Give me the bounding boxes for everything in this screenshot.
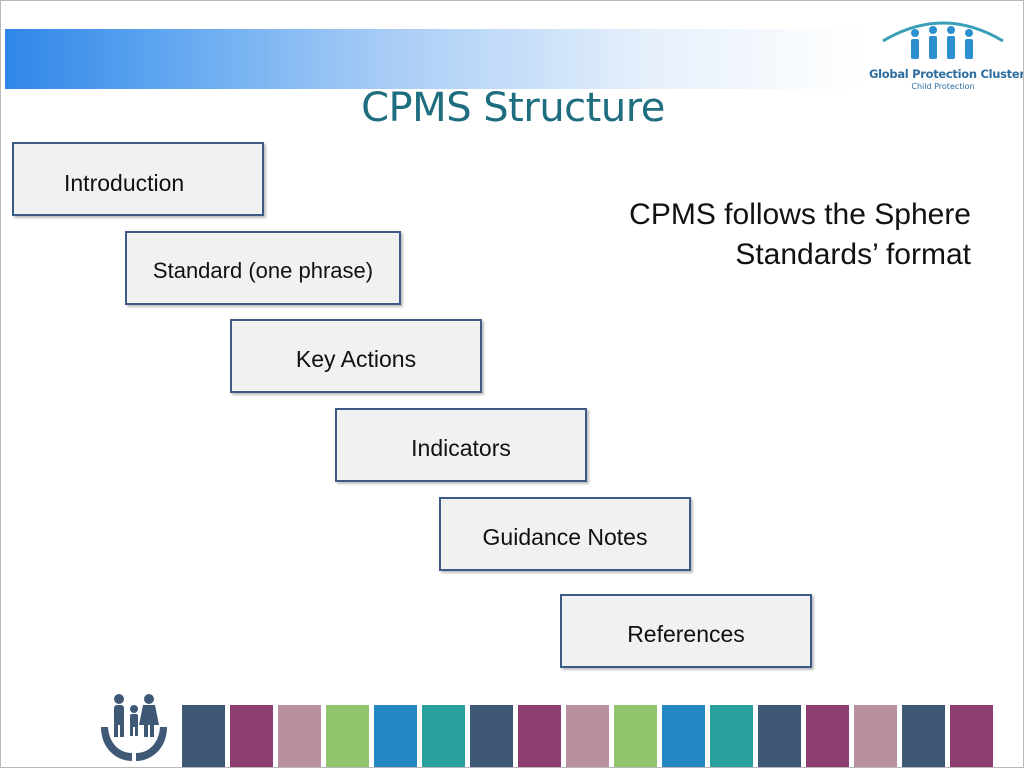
format-note-line-1: CPMS follows the Sphere	[629, 198, 971, 231]
color-stripe	[230, 705, 273, 767]
step-standard: Standard (one phrase)	[125, 231, 401, 305]
color-stripe-band	[182, 705, 993, 767]
color-stripe	[662, 705, 705, 767]
color-stripe	[614, 705, 657, 767]
step-label: References	[627, 621, 745, 647]
step-key-actions: Key Actions	[230, 319, 482, 393]
gpc-logo: Global Protection Cluster Child Protecti…	[869, 11, 1024, 95]
step-label: Guidance Notes	[482, 524, 648, 550]
color-stripe	[374, 705, 417, 767]
step-label: Introduction	[64, 170, 185, 196]
color-stripe	[806, 705, 849, 767]
step-references: References	[560, 594, 812, 668]
color-stripe	[758, 705, 801, 767]
color-stripe	[182, 705, 225, 767]
color-stripe	[470, 705, 513, 767]
color-stripe	[566, 705, 609, 767]
color-stripe	[518, 705, 561, 767]
logo-subtitle: Child Protection	[911, 82, 975, 91]
color-stripe	[422, 705, 465, 767]
color-stripe	[326, 705, 369, 767]
people-arc-logo-icon	[882, 21, 1004, 59]
step-label: Key Actions	[295, 346, 417, 372]
color-stripe	[854, 705, 897, 767]
color-stripe	[710, 705, 753, 767]
color-stripe	[902, 705, 945, 767]
step-guidance-notes: Guidance Notes	[439, 497, 691, 571]
format-note-line-2: Standards’ format	[735, 238, 971, 271]
color-stripe	[950, 705, 993, 767]
step-label: Standard (one phrase)	[152, 258, 374, 283]
page-title: CPMS Structure	[361, 85, 665, 131]
step-introduction: Introduction	[12, 142, 264, 216]
step-label: Indicators	[411, 435, 511, 461]
format-note: CPMS follows the Sphere Standards’ forma…	[561, 195, 971, 275]
header-banner	[5, 29, 865, 89]
logo-name: Global Protection Cluster	[869, 67, 1024, 81]
family-hands-icon	[101, 694, 167, 761]
step-indicators: Indicators	[335, 408, 587, 482]
color-stripe	[278, 705, 321, 767]
